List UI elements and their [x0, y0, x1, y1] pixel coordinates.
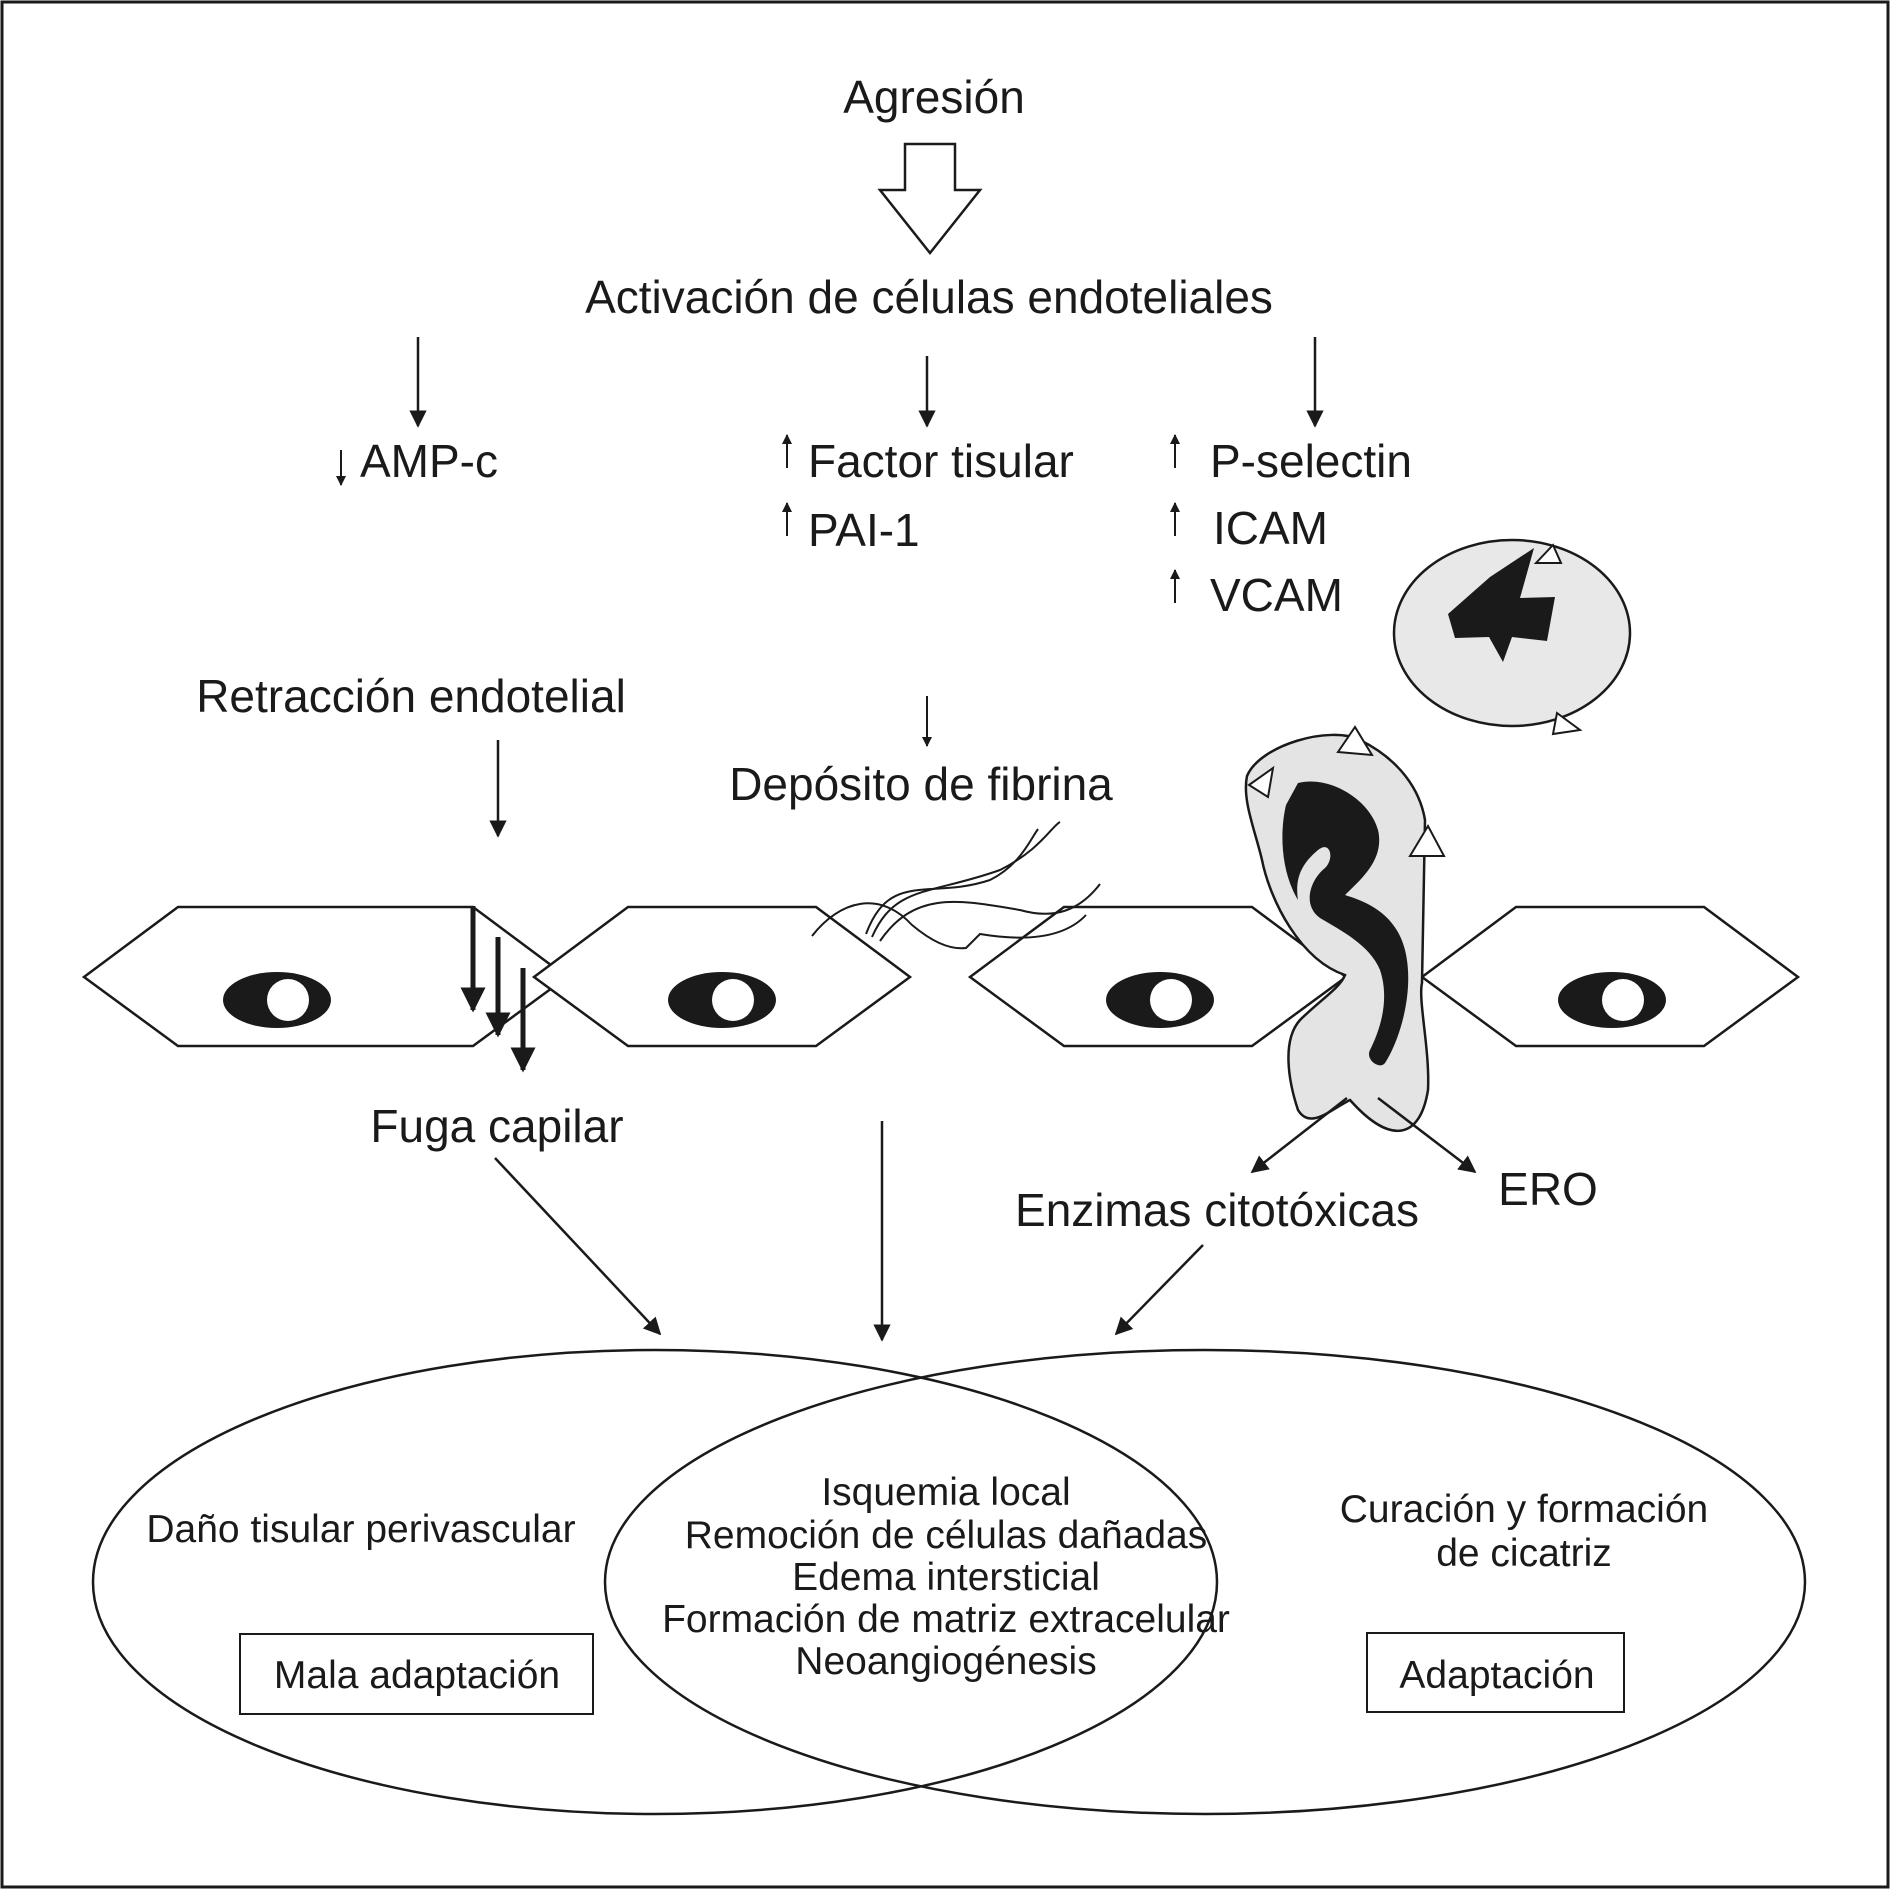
center-outcome-list: Isquemia local Remoción de células dañad… [662, 1471, 1230, 1683]
endothelial-cell [967, 905, 1349, 1048]
arrow-to-enzymes [1250, 1097, 1348, 1174]
arrow-leak-to-outcome [494, 1157, 662, 1336]
right-outcome-text: Curación y formación [1340, 1488, 1708, 1531]
endothelial-cell [1419, 905, 1801, 1048]
leukocyte-round-icon [1392, 538, 1632, 736]
center-outcome-line: Isquemia local [821, 1471, 1070, 1514]
vcam-label: VCAM [1210, 569, 1343, 621]
adaptation-box [1366, 1632, 1625, 1713]
ampc-label: AMP-c [360, 435, 498, 487]
pai1-label: PAI-1 [808, 504, 920, 556]
adaptation-label: Adaptación [1399, 1654, 1594, 1697]
enzymes-label: Enzimas citotóxicas [1015, 1184, 1419, 1236]
endothelial-cell [81, 905, 570, 1048]
center-outcome-line: Neoangiogénesis [795, 1640, 1096, 1683]
icam-label: ICAM [1213, 502, 1328, 554]
factor-tisular-label: Factor tisular [808, 435, 1074, 487]
endothelial-cell [531, 905, 913, 1048]
left-outcome-text: Daño tisular perivascular [146, 1508, 575, 1551]
outcome-ellipse-right [603, 1348, 1807, 1816]
capillary-leak-arrows [460, 906, 536, 1073]
fibrin-strands-icon [811, 821, 1101, 950]
aggression-label: Agresión [843, 71, 1025, 123]
outcome-ellipse-left [91, 1348, 1219, 1816]
fibrin-label: Depósito de fibrina [729, 758, 1113, 810]
big-hollow-arrow-icon [877, 142, 983, 256]
maladaptation-label: Mala adaptación [274, 1654, 560, 1697]
p-selectin-label: P-selectin [1210, 435, 1412, 487]
arrow-enzymes-to-outcome [1114, 1244, 1204, 1336]
activation-label: Activación de células endoteliales [585, 271, 1273, 323]
arrow-to-ero [1377, 1097, 1477, 1174]
center-outcome-line: Remoción de células dañadas [685, 1514, 1208, 1557]
capillary-leak-label: Fuga capilar [370, 1100, 623, 1152]
maladaptation-box [239, 1633, 594, 1715]
retraction-label: Retracción endotelial [196, 670, 626, 722]
center-outcome-line: Edema intersticial [792, 1556, 1100, 1599]
right-outcome-text: de cicatriz [1436, 1532, 1612, 1575]
leukocyte-transmigrating-icon [1244, 725, 1446, 1132]
ero-label: ERO [1498, 1163, 1598, 1215]
center-outcome-line: Formación de matriz extracelular [662, 1598, 1230, 1641]
